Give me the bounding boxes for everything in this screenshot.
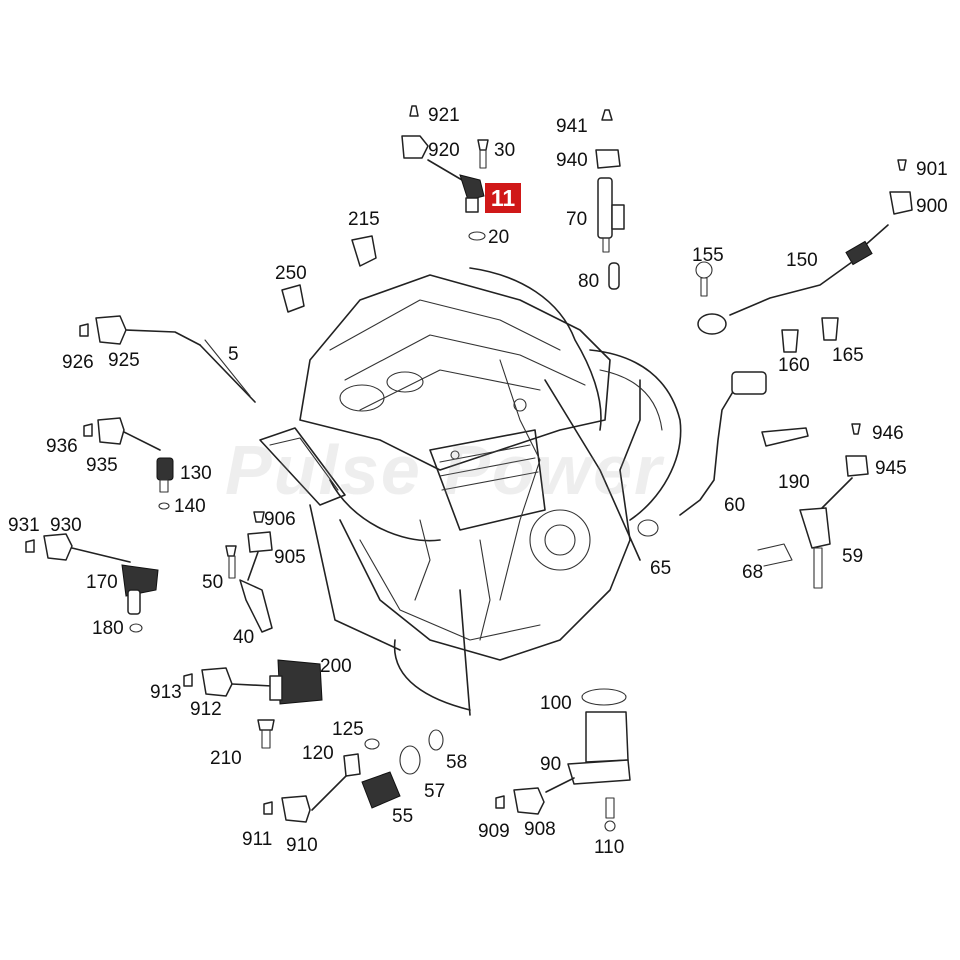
- part-label-65: 65: [650, 558, 672, 579]
- part-label-200: 200: [320, 656, 352, 677]
- part-label-130: 130: [180, 463, 212, 484]
- parts-215-250: [281, 235, 377, 313]
- sensor-40-50: [225, 511, 273, 633]
- part-label-170: 170: [86, 572, 118, 593]
- part-label-925: 925: [108, 350, 140, 371]
- part-label-935: 935: [86, 455, 118, 476]
- part-label-5: 5: [228, 344, 239, 365]
- part-label-936: 936: [46, 436, 78, 457]
- glow-plug-5: [79, 315, 256, 403]
- sensor-59: [757, 423, 869, 589]
- engine-block-drawing: [259, 267, 682, 716]
- sensor-150-knock-sensor: [695, 159, 913, 353]
- part-label-40: 40: [233, 627, 255, 648]
- part-label-913: 913: [150, 682, 182, 703]
- part-label-150: 150: [786, 250, 818, 271]
- part-label-940: 940: [556, 150, 588, 171]
- highlighted-part-number: 11: [485, 183, 521, 213]
- part-label-910: 910: [286, 835, 318, 856]
- part-label-906: 906: [264, 509, 296, 530]
- part-label-905: 905: [274, 547, 306, 568]
- sensor-70-assembly: [595, 109, 625, 290]
- part-label-125: 125: [332, 719, 364, 740]
- watermark-text: Pulse Power: [225, 431, 664, 509]
- part-label-55: 55: [392, 806, 414, 827]
- part-label-20: 20: [488, 227, 510, 248]
- sensor-55-120: [263, 729, 444, 823]
- sensor-200: [183, 659, 323, 749]
- part-label-165: 165: [832, 345, 864, 366]
- part-label-70: 70: [566, 209, 588, 230]
- part-label-931: 931: [8, 515, 40, 536]
- part-label-80: 80: [578, 271, 600, 292]
- part-label-921: 921: [428, 105, 460, 126]
- part-label-110: 110: [594, 837, 625, 858]
- part-label-908: 908: [524, 819, 556, 840]
- part-label-57: 57: [424, 781, 446, 802]
- part-label-946: 946: [872, 423, 904, 444]
- sensor-60: [637, 371, 809, 537]
- part-label-58: 58: [446, 752, 468, 773]
- part-label-215: 215: [348, 209, 380, 230]
- part-label-60: 60: [724, 495, 746, 516]
- sensor-130: [83, 417, 174, 510]
- part-label-190: 190: [778, 472, 810, 493]
- sensor-90: [495, 688, 631, 832]
- part-label-920: 920: [428, 140, 460, 161]
- part-label-930: 930: [50, 515, 82, 536]
- part-label-59: 59: [842, 546, 864, 567]
- part-label-120: 120: [302, 743, 334, 764]
- part-label-911: 911: [242, 829, 273, 850]
- part-label-900: 900: [916, 196, 948, 217]
- sensor-170: [25, 533, 159, 633]
- part-label-30: 30: [494, 140, 516, 161]
- part-label-912: 912: [190, 699, 222, 720]
- part-label-926: 926: [62, 352, 94, 373]
- part-label-68: 68: [742, 562, 764, 583]
- part-label-100: 100: [540, 693, 572, 714]
- part-label-155: 155: [692, 245, 724, 266]
- part-label-901: 901: [916, 159, 948, 180]
- part-label-90: 90: [540, 754, 562, 775]
- sensor-11-assembly: [401, 105, 489, 241]
- part-label-180: 180: [92, 618, 124, 639]
- part-label-140: 140: [174, 496, 206, 517]
- part-label-909: 909: [478, 821, 510, 842]
- part-label-160: 160: [778, 355, 810, 376]
- part-label-945: 945: [875, 458, 907, 479]
- part-label-250: 250: [275, 263, 307, 284]
- part-label-50: 50: [202, 572, 224, 593]
- part-label-210: 210: [210, 748, 242, 769]
- part-label-941: 941: [556, 116, 588, 137]
